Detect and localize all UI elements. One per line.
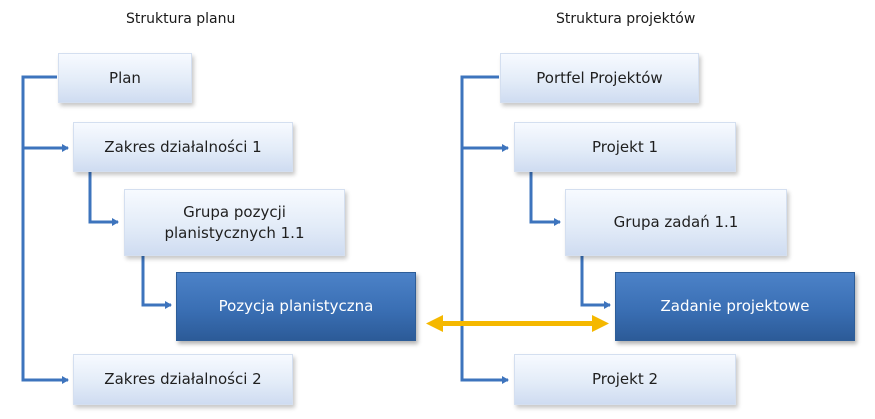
node-scope-2: Zakres działalności 2 xyxy=(73,354,293,405)
node-planning-group-1-1: Grupa pozycji planistycznych 1.1 xyxy=(124,189,345,256)
connector-taskgroup-to-task xyxy=(580,256,611,309)
connector-plan-to-scope1 xyxy=(21,75,69,152)
node-task-group-1-1: Grupa zadań 1.1 xyxy=(565,189,787,256)
node-project-1: Projekt 1 xyxy=(514,122,736,172)
connector-plan-to-scope2 xyxy=(21,148,69,384)
connector-group-to-item xyxy=(141,256,172,309)
node-project-2: Projekt 2 xyxy=(514,354,736,405)
plan-structure-title: Struktura planu xyxy=(126,11,236,27)
node-planning-item: Pozycja planistyczna xyxy=(176,272,416,341)
connector-portfolio-to-project1 xyxy=(460,75,509,152)
node-project-task: Zadanie projektowe xyxy=(615,272,855,341)
node-plan: Plan xyxy=(58,53,192,103)
node-portfolio: Portfel Projektów xyxy=(500,53,699,103)
connector-scope1-to-group xyxy=(88,172,119,226)
connector-portfolio-to-project2 xyxy=(460,148,509,384)
connector-project1-to-taskgroup xyxy=(529,172,561,226)
project-structure-title: Struktura projektów xyxy=(556,11,696,27)
bidirectional-link-arrow xyxy=(426,315,609,332)
node-scope-1: Zakres działalności 1 xyxy=(73,122,293,172)
